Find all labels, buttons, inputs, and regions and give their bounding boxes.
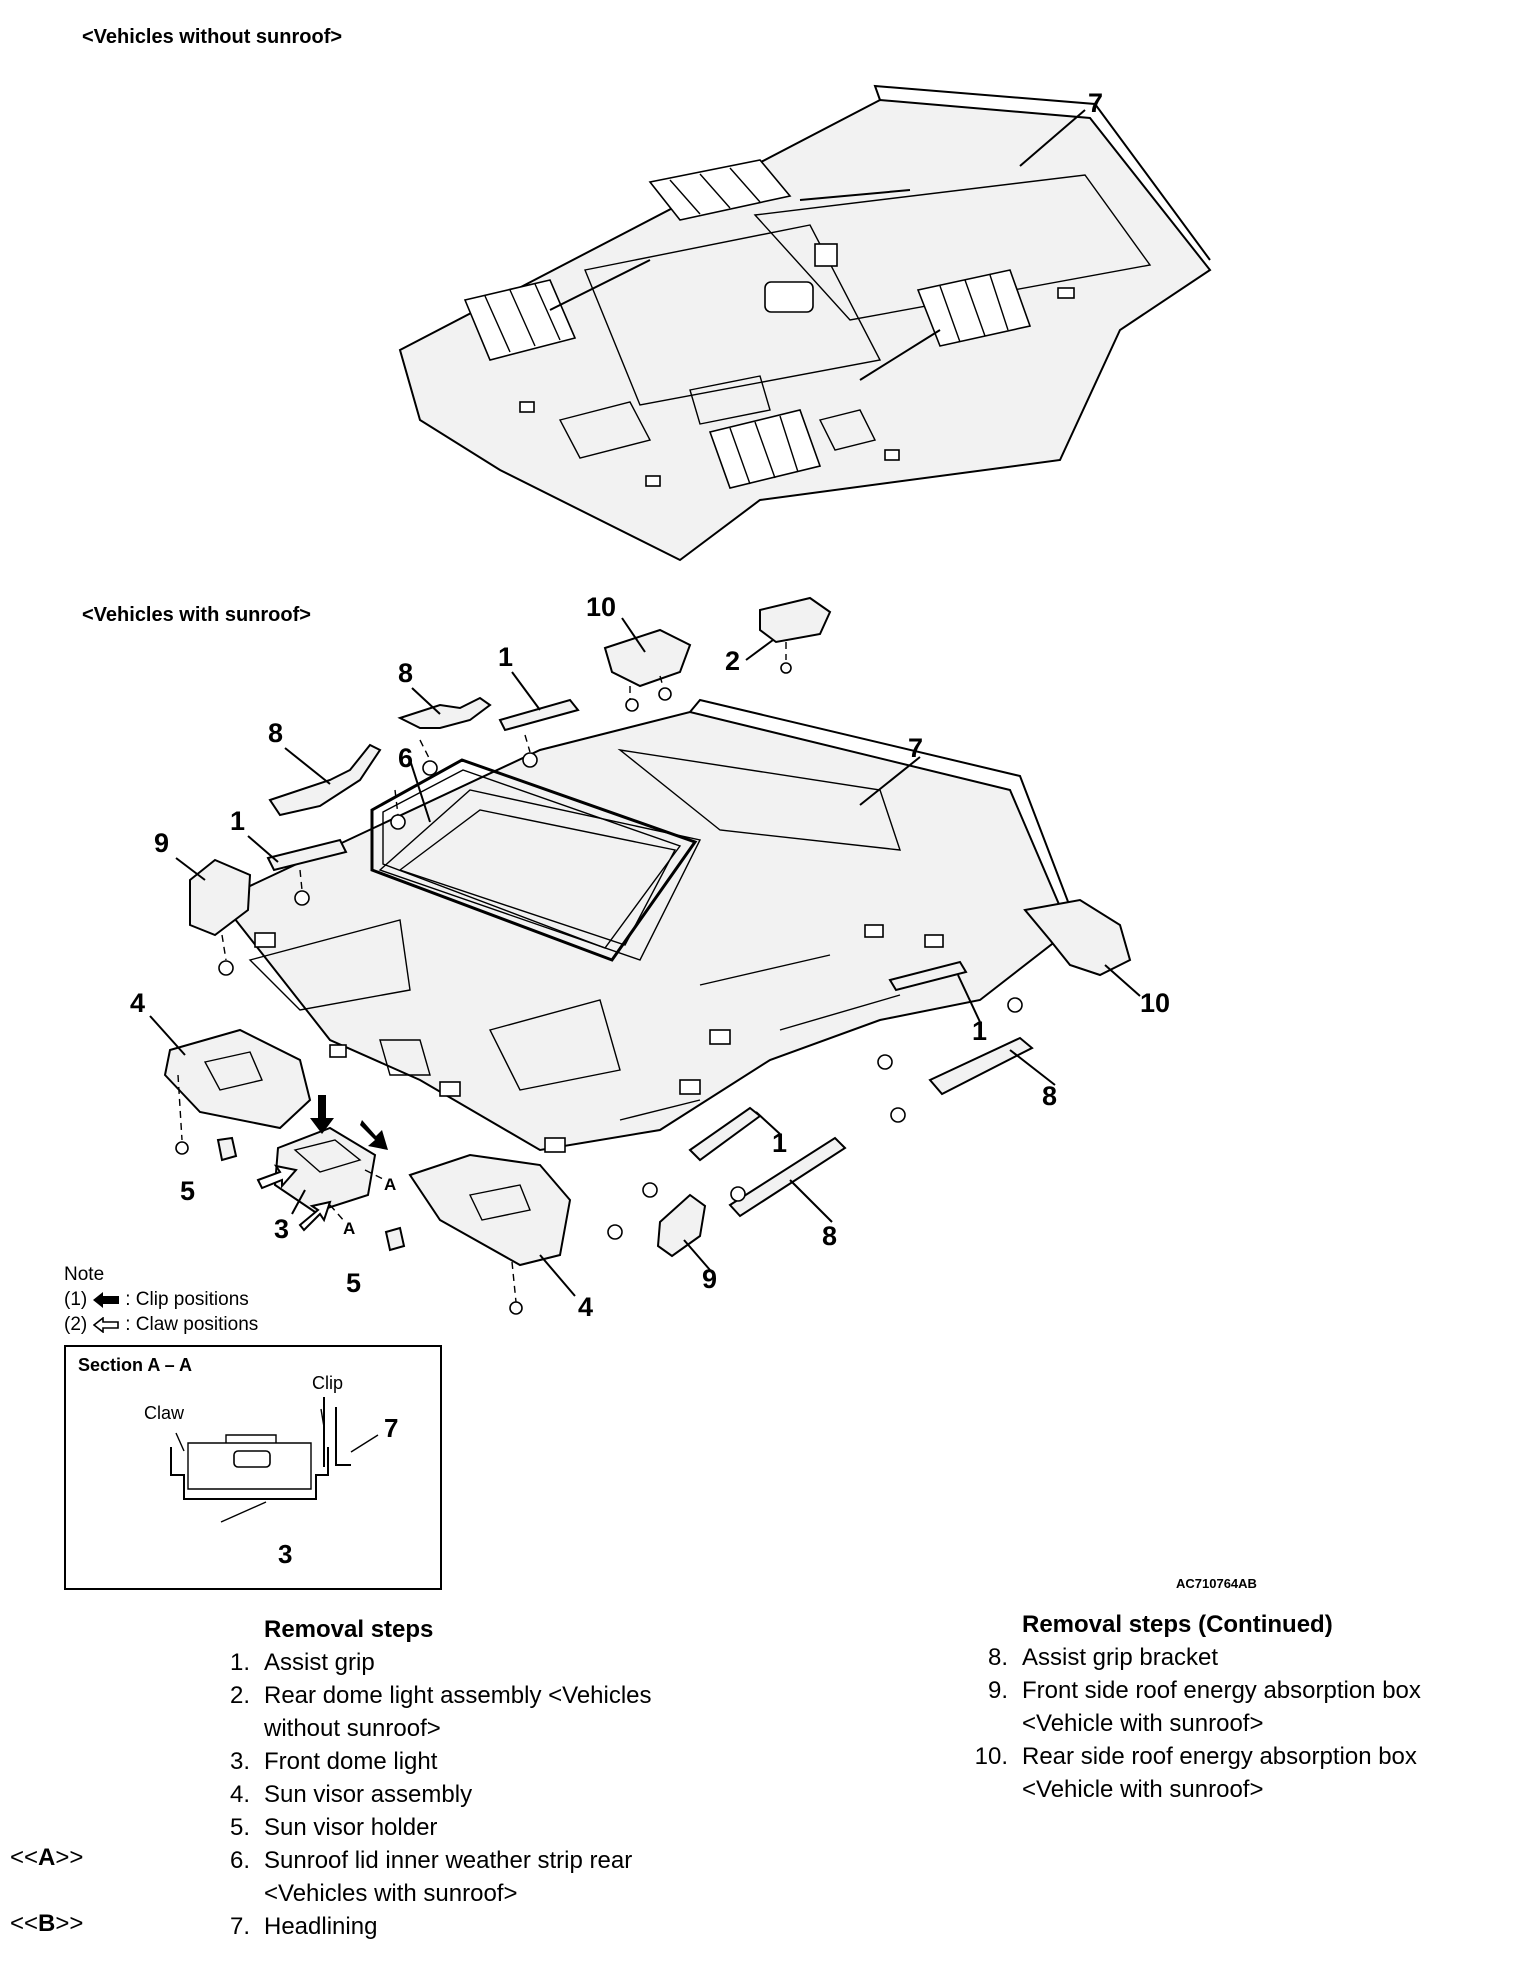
note-legend: Note (1) : Clip positions (2) : Claw pos… xyxy=(64,1262,258,1337)
note-clip-row: (1) : Clip positions xyxy=(64,1287,258,1312)
removal-steps-continued: Removal steps (Continued) 8.Assist grip … xyxy=(960,1608,1500,1806)
callout-6: 6 xyxy=(398,743,413,773)
step-item: 7.Headlining xyxy=(229,1913,378,1940)
step-item: 3.Front dome light xyxy=(229,1748,438,1775)
callout-4-b: 4 xyxy=(578,1292,593,1322)
section-claw-label: Claw xyxy=(144,1403,185,1423)
sun-visor-holder-right xyxy=(384,1226,406,1252)
assist-grip-bracket-right-lower xyxy=(728,1136,847,1218)
caption-with-sunroof: <Vehicles with sunroof> xyxy=(82,604,311,626)
sun-visor-left xyxy=(163,1028,312,1130)
headlining-exploded-diagram: 7 6 7 10 2 8 1 xyxy=(130,84,1212,1322)
section-a-a-drawing xyxy=(170,1397,379,1523)
note-title: Note xyxy=(64,1264,105,1285)
note-item1-text: : Clip positions xyxy=(125,1289,249,1310)
removal-steps-continued-title: Removal steps (Continued) xyxy=(1022,1611,1333,1638)
assist-grip-right-upper xyxy=(888,960,968,992)
callout-7-lower: 7 xyxy=(908,733,923,763)
front-energy-box-right xyxy=(656,1193,707,1258)
note-item2-prefix: (2) xyxy=(64,1314,88,1335)
reference-mark-a: <<A>> xyxy=(10,1844,84,1871)
reference-mark-b: <<B>> xyxy=(10,1910,84,1937)
callout-7-top: 7 xyxy=(1088,88,1103,118)
step-item: 6.Sunroof lid inner weather strip rear<V… xyxy=(229,1847,633,1907)
callout-4-a: 4 xyxy=(130,988,145,1018)
callout-5-b: 5 xyxy=(346,1268,361,1298)
section-title: Section A – A xyxy=(78,1355,193,1375)
filled-arrow-icon xyxy=(93,1291,120,1308)
callout-1-a: 1 xyxy=(498,642,513,672)
callout-1-d: 1 xyxy=(772,1128,787,1158)
assist-grip-bracket-right-upper xyxy=(928,1036,1034,1096)
caption-without-sunroof: <Vehicles without sunroof> xyxy=(82,26,343,48)
note-item1-prefix: (1) xyxy=(64,1289,88,1310)
callout-8-d: 8 xyxy=(822,1221,837,1251)
callout-10-top: 10 xyxy=(586,592,616,622)
step-item: 4.Sun visor assembly xyxy=(229,1781,473,1808)
assist-grip-bracket-upper-a xyxy=(397,696,492,729)
callout-3: 3 xyxy=(274,1214,289,1244)
sun-visor-holder-left xyxy=(216,1136,238,1162)
step-item: 5.Sun visor holder xyxy=(229,1814,438,1841)
removal-steps-title: Removal steps xyxy=(264,1616,434,1643)
callout-5-a: 5 xyxy=(180,1176,195,1206)
section-marker-a-2: A xyxy=(343,1219,355,1238)
note-item2-text: : Claw positions xyxy=(125,1314,259,1335)
step-item: 9.Front side roof energy absorption box<… xyxy=(987,1677,1421,1737)
rear-dome-light xyxy=(759,596,832,644)
assist-grip-upper-a xyxy=(498,698,580,732)
callout-1-c: 1 xyxy=(972,1016,987,1046)
step-item: 8.Assist grip bracket xyxy=(987,1644,1219,1671)
callout-2: 2 xyxy=(725,646,740,676)
note-claw-row: (2) : Claw positions xyxy=(64,1312,258,1337)
figure-code: AC710764AB xyxy=(1176,1576,1257,1591)
callout-9-b: 9 xyxy=(702,1264,717,1294)
step-item: 1.Assist grip xyxy=(229,1649,375,1676)
callout-9-a: 9 xyxy=(154,828,169,858)
section-clip-label: Clip xyxy=(312,1373,344,1393)
section-callout-7: 7 xyxy=(384,1413,399,1443)
section-a-a-box: Section A – A Claw Clip 7 3 xyxy=(64,1345,442,1590)
callout-1-b: 1 xyxy=(230,806,245,836)
assist-grip-bracket-upper-b xyxy=(268,743,382,817)
assist-grip-right-lower xyxy=(688,1106,762,1162)
sun-visor-right xyxy=(408,1153,572,1267)
step-item: 10.Rear side roof energy absorption box<… xyxy=(974,1743,1417,1803)
removal-steps: Removal steps 1.Assist grip 2.Rear dome … xyxy=(212,1613,752,1943)
outline-arrow-icon xyxy=(93,1316,120,1333)
callout-8-c: 8 xyxy=(1042,1081,1057,1111)
callout-8-a: 8 xyxy=(398,658,413,688)
headlining-without-sunroof xyxy=(398,84,1212,562)
rear-energy-box-right xyxy=(1023,898,1132,977)
headlining-with-sunroof xyxy=(218,698,1076,1153)
callout-8-b: 8 xyxy=(268,718,283,748)
rear-energy-box-top xyxy=(603,628,692,688)
assist-grip-upper-b xyxy=(266,838,348,872)
section-callout-3: 3 xyxy=(278,1539,293,1569)
section-marker-a-1: A xyxy=(384,1175,396,1194)
callout-10-b: 10 xyxy=(1140,988,1170,1018)
